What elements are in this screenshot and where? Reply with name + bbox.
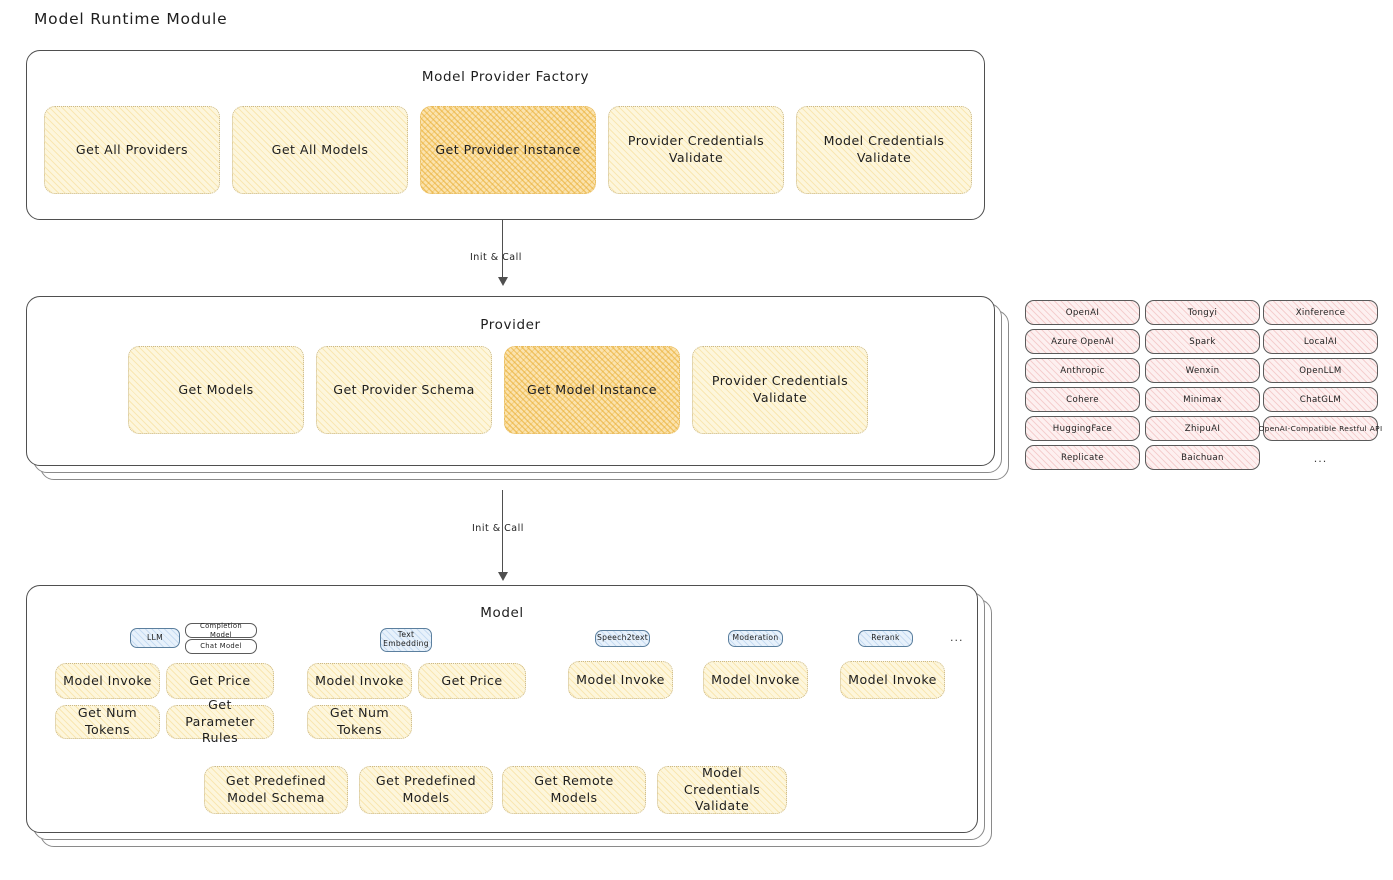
page-title: Model Runtime Module bbox=[34, 10, 228, 28]
factory-box-get-all-models[interactable]: Get All Models bbox=[232, 106, 408, 194]
provider-chip-zhipuai[interactable]: ZhipuAI bbox=[1145, 416, 1260, 441]
model-common-box-get-predefined-model-schema[interactable]: Get Predefined Model Schema bbox=[204, 766, 348, 814]
arrow-provider-to-model-line bbox=[502, 490, 504, 575]
provider-chip-huggingface[interactable]: HuggingFace bbox=[1025, 416, 1140, 441]
model-type-badge-speech2text[interactable]: Speech2text bbox=[595, 630, 650, 647]
provider-chip-baichuan[interactable]: Baichuan bbox=[1145, 445, 1260, 470]
model-rerank-box-model-invoke[interactable]: Model Invoke bbox=[840, 661, 945, 699]
model-llm-box-get-price[interactable]: Get Price bbox=[166, 663, 274, 699]
panel-title-model: Model bbox=[480, 605, 524, 621]
model-llm-box-model-invoke[interactable]: Model Invoke bbox=[55, 663, 160, 699]
provider-chip-openllm[interactable]: OpenLLM bbox=[1263, 358, 1378, 383]
model-common-box-get-remote-models[interactable]: Get Remote Models bbox=[502, 766, 646, 814]
provider-list-ellipsis: ... bbox=[1313, 452, 1328, 465]
panel-title-provider: Provider bbox=[480, 317, 541, 333]
factory-box-get-provider-instance[interactable]: Get Provider Instance bbox=[420, 106, 596, 194]
provider-chip-openai-compatible-restful-api[interactable]: OpenAI-Compatible Restful API bbox=[1259, 416, 1382, 441]
model-type-sub-badge-chat-model[interactable]: Chat Model bbox=[185, 639, 257, 654]
provider-chip-replicate[interactable]: Replicate bbox=[1025, 445, 1140, 470]
model-type-badge-llm[interactable]: LLM bbox=[130, 628, 180, 648]
provider-box-get-models[interactable]: Get Models bbox=[128, 346, 304, 434]
provider-chip-localai[interactable]: LocalAI bbox=[1263, 329, 1378, 354]
model-llm-box-get-num-tokens[interactable]: Get Num Tokens bbox=[55, 705, 160, 739]
provider-chip-openai[interactable]: OpenAI bbox=[1025, 300, 1140, 325]
provider-box-get-provider-schema[interactable]: Get Provider Schema bbox=[316, 346, 492, 434]
arrow-label-init-and-call-2: Init & Call bbox=[472, 523, 524, 534]
factory-box-model-credentials-validate[interactable]: Model Credentials Validate bbox=[796, 106, 972, 194]
provider-chip-tongyi[interactable]: Tongyi bbox=[1145, 300, 1260, 325]
provider-chip-chatglm[interactable]: ChatGLM bbox=[1263, 387, 1378, 412]
arrow-factory-to-provider-line bbox=[502, 220, 504, 280]
factory-box-get-all-providers[interactable]: Get All Providers bbox=[44, 106, 220, 194]
model-types-ellipsis: ... bbox=[950, 631, 964, 644]
model-common-box-model-credentials-validate[interactable]: Model Credentials Validate bbox=[657, 765, 787, 814]
model-llm-box-get-parameter-rules[interactable]: Get Parameter Rules bbox=[166, 697, 274, 745]
model-type-badge-rerank[interactable]: Rerank bbox=[858, 630, 913, 647]
provider-chip-azure-openai[interactable]: Azure OpenAI bbox=[1025, 329, 1140, 354]
model-common-box-get-predefined-models[interactable]: Get Predefined Models bbox=[359, 766, 493, 814]
model-moderation-box-model-invoke[interactable]: Model Invoke bbox=[703, 661, 808, 699]
provider-chip-minimax[interactable]: Minimax bbox=[1145, 387, 1260, 412]
model-speech2text-box-model-invoke[interactable]: Model Invoke bbox=[568, 661, 673, 699]
provider-chip-xinference[interactable]: Xinference bbox=[1263, 300, 1378, 325]
provider-chip-wenxin[interactable]: Wenxin bbox=[1145, 358, 1260, 383]
model-type-sub-badge-completion-model[interactable]: Completion Model bbox=[185, 622, 257, 639]
provider-chip-cohere[interactable]: Cohere bbox=[1025, 387, 1140, 412]
panel-title-factory: Model Provider Factory bbox=[421, 69, 590, 85]
model-text-embedding-box-model-invoke[interactable]: Model Invoke bbox=[307, 663, 412, 699]
model-text-embedding-box-get-price[interactable]: Get Price bbox=[418, 663, 526, 699]
arrow-provider-to-model-head bbox=[498, 572, 508, 581]
provider-chip-anthropic[interactable]: Anthropic bbox=[1025, 358, 1140, 383]
model-type-badge-text-embedding[interactable]: Text Embedding bbox=[380, 628, 432, 652]
model-type-badge-moderation[interactable]: Moderation bbox=[728, 630, 783, 647]
provider-chip-spark[interactable]: Spark bbox=[1145, 329, 1260, 354]
provider-box-get-model-instance[interactable]: Get Model Instance bbox=[504, 346, 680, 434]
provider-box-provider-credentials-validate[interactable]: Provider Credentials Validate bbox=[692, 346, 868, 434]
model-text-embedding-box-get-num-tokens[interactable]: Get Num Tokens bbox=[307, 705, 412, 739]
arrow-label-init-and-call-1: Init & Call bbox=[470, 252, 522, 263]
factory-box-provider-credentials-validate[interactable]: Provider Credentials Validate bbox=[608, 106, 784, 194]
arrow-factory-to-provider-head bbox=[498, 277, 508, 286]
